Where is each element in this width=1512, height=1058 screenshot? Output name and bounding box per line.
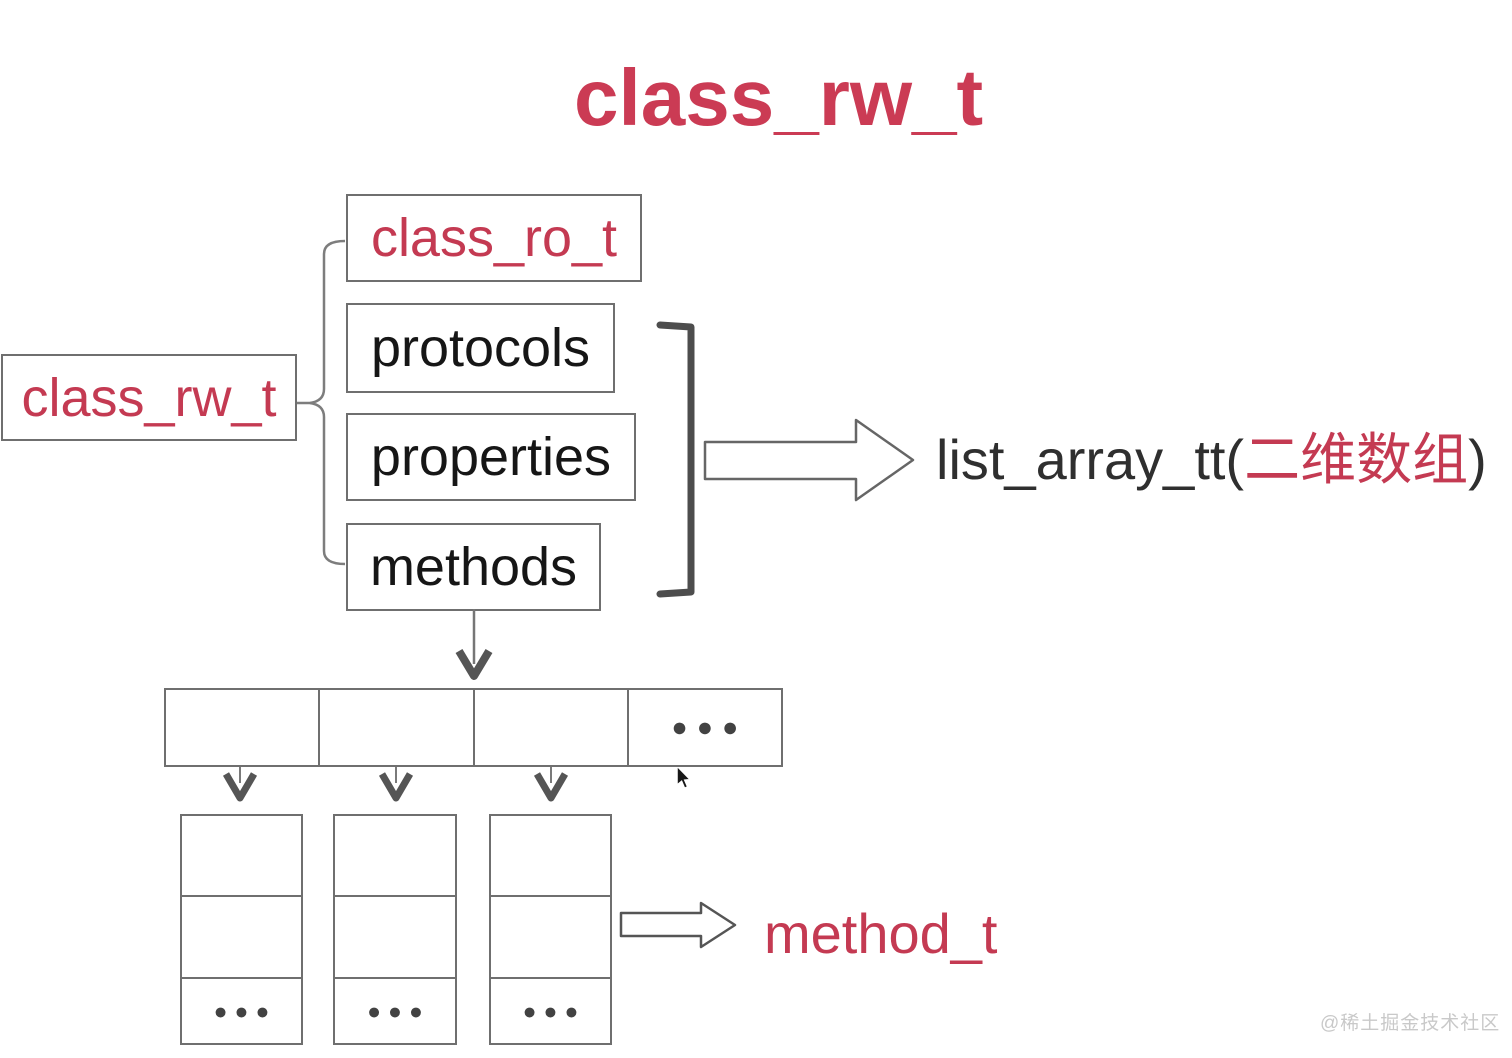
box-methods-label: methods (369, 537, 578, 597)
array-cell-ellipsis: ●●● (629, 690, 781, 765)
list-array-prefix: list_array_tt( (936, 428, 1245, 491)
box-class-ro-t: class_ro_t (346, 194, 642, 282)
column2-cell-ellipsis: ●●● (335, 979, 455, 1043)
array-cell-3 (475, 690, 629, 765)
box-properties: properties (346, 413, 636, 501)
down-arrow-icon-cell3 (533, 772, 569, 802)
column2-cell-2 (335, 897, 455, 979)
down-arrow-icon-cell2 (378, 772, 414, 802)
mouse-pointer-icon (676, 764, 693, 790)
curly-brace-connector (309, 239, 346, 566)
ellipsis-dots: ●●● (367, 997, 430, 1024)
down-arrow-icon-methods (455, 648, 493, 680)
box-properties-label: properties (370, 427, 612, 487)
array-cell-2 (320, 690, 475, 765)
right-arrow-icon-list-array (703, 418, 915, 502)
right-arrow-icon-method-t (619, 901, 737, 949)
ellipsis-dots: ●●● (213, 997, 277, 1024)
column3-cell-ellipsis: ●●● (491, 979, 610, 1043)
square-bracket-group (656, 321, 695, 598)
box-protocols-label: protocols (370, 318, 591, 378)
diagram-title: class_rw_t (574, 53, 984, 142)
ellipsis-dots: ●●● (522, 997, 586, 1024)
method-list-column-2: ●●● (333, 814, 457, 1045)
column3-cell-2 (491, 897, 610, 979)
array-row: ●●● (164, 688, 783, 767)
box-class-ro-t-label: class_ro_t (370, 208, 618, 268)
method-t-annotation: method_t (764, 902, 998, 965)
list-array-annotation: list_array_tt(二维数组) (936, 432, 1487, 488)
box-methods: methods (346, 523, 601, 611)
column1-cell-1 (182, 816, 301, 897)
column3-cell-1 (491, 816, 610, 897)
box-protocols: protocols (346, 303, 615, 393)
down-arrow-icon-cell1 (222, 772, 258, 802)
array-cell-1 (166, 690, 321, 765)
box-class-rw-t-label: class_rw_t (21, 367, 277, 428)
column2-cell-1 (335, 816, 455, 897)
box-class-rw-t: class_rw_t (1, 354, 297, 441)
watermark: @稀土掘金技术社区 (1320, 1013, 1501, 1034)
column1-cell-ellipsis: ●●● (182, 979, 301, 1043)
list-array-suffix: ) (1468, 428, 1487, 491)
list-array-highlight: 二维数组 (1244, 428, 1469, 491)
method-list-column-1: ●●● (180, 814, 303, 1045)
ellipsis-dots: ●●● (671, 712, 748, 742)
column1-cell-2 (182, 897, 301, 979)
method-list-column-3: ●●● (489, 814, 612, 1045)
